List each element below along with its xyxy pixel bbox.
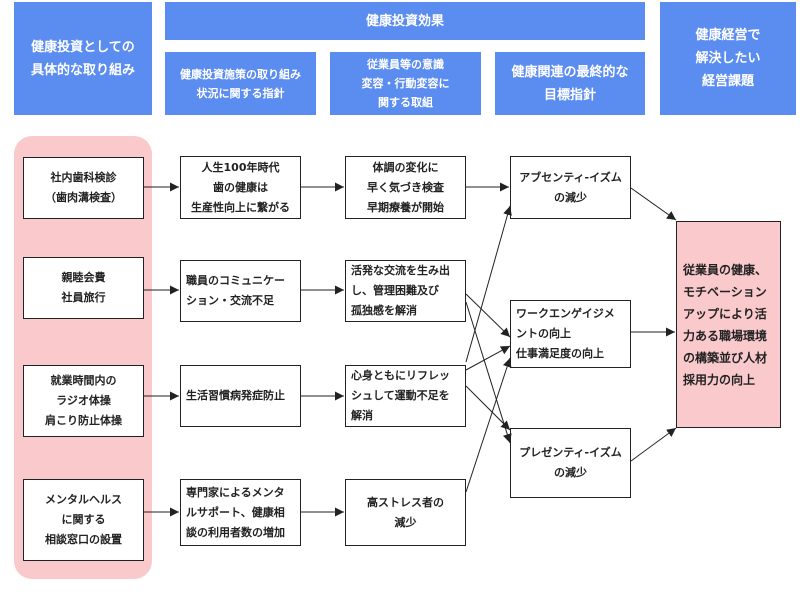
goal-absenteeism: アブセンティ-イズム の減少: [510, 156, 631, 219]
awareness-active-exchange: 活発な交流を生み出 し、管理困難及び 孤独感を解消: [345, 260, 466, 322]
header-effect-measures: 健康投資施策の取り組み 状況に関する指針: [165, 52, 316, 115]
arrow-goal1-to-result: [630, 187, 677, 221]
measure-communication: 職員のコミュニケー ション・交流不足: [180, 260, 301, 322]
arrow-goal3-to-result: [630, 427, 677, 462]
initiative-social-trip: 親睦会費 社員旅行: [23, 257, 144, 319]
initiative-mental-health-desk: メンタルヘルス に関する 相談窓口の設置: [23, 479, 144, 561]
arrow-awareness3-to-goal1: [465, 205, 512, 363]
arrow-awareness3-to-goal3: [465, 385, 511, 431]
initiative-dental-checkup: 社内歯科検診 （歯肉溝検査）: [23, 157, 144, 219]
measure-lifestyle-disease: 生活習慣病発症防止: [180, 365, 301, 427]
measure-mental-support: 専門家によるメンタ ルサポート、健康相 談の利用者数の増加: [180, 479, 301, 546]
header-effects: 健康投資効果: [165, 2, 645, 40]
initiative-radio-exercise: 就業時間内の ラジオ体操 肩こり防止体操: [23, 365, 144, 437]
awareness-early-check: 体調の変化に 早く気づき検査 早期療養が開始: [345, 156, 466, 219]
arrow-awareness3-to-goal2: [465, 345, 511, 371]
arrow-awareness2-to-goal2: [465, 293, 511, 338]
awareness-stress-reduction: 高ストレス者の 減少: [345, 479, 466, 546]
goal-work-engagement: ワークエンゲイジメ ントの向上 仕事満足度の向上: [510, 300, 631, 368]
arrow-awareness2-to-goal3: [465, 301, 512, 444]
goal-presenteeism: プレゼンティ-イズム の減少: [510, 428, 631, 498]
awareness-refresh: 心身ともにリフレッ シュして運動不足を 解消: [345, 365, 466, 427]
header-effect-awareness: 従業員等の意識 変容・行動変容に 関する取組: [330, 52, 481, 115]
measure-dental-health: 人生100年時代 歯の健康は 生産性向上に繋がる: [180, 156, 301, 219]
header-initiatives: 健康投資としての 具体的な取り組み: [14, 2, 152, 115]
result-goal: 従業員の健康、 モチベーション アップにより活 力ある職場環境 の構築並び人材 …: [676, 221, 781, 428]
header-issues: 健康経営で 解決したい 経営課題: [660, 2, 796, 115]
arrow-awareness4-to-goal2: [465, 357, 512, 493]
header-effect-final: 健康関連の最終的な 目標指針: [495, 52, 645, 115]
